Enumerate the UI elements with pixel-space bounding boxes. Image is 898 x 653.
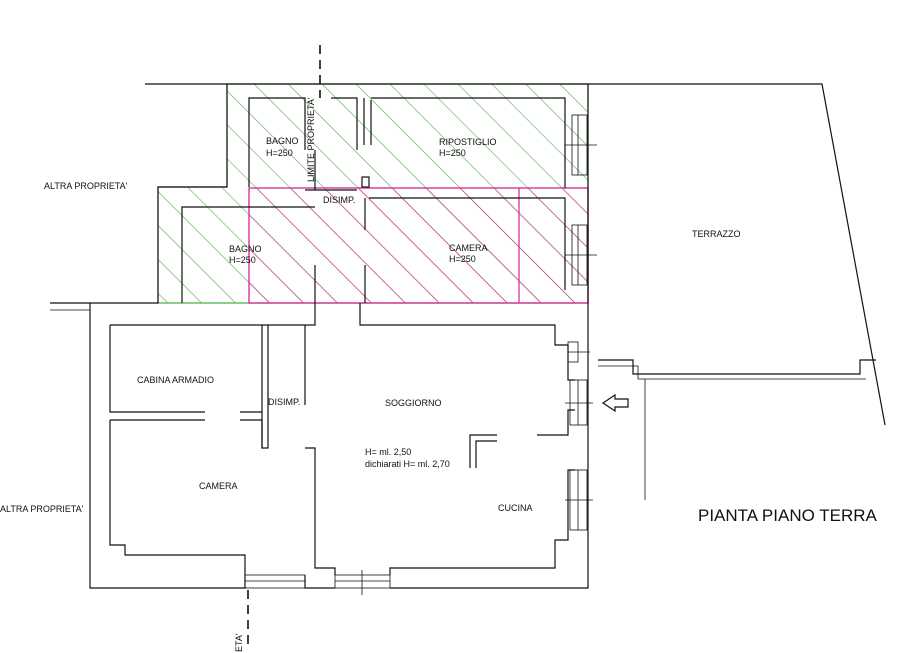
room-cucina-name: CUCINA	[498, 503, 533, 513]
magenta-hatch-zone	[248, 187, 589, 304]
room-bagno-upper-name: BAGNO	[266, 136, 299, 146]
room-bagno-lower-name: BAGNO	[229, 244, 262, 254]
room-disimp-upper-name: DISIMP.	[323, 195, 355, 205]
room-cabina-armadio-name: CABINA ARMADIO	[137, 375, 214, 385]
arrow-left-icon	[601, 393, 629, 413]
room-soggiorno-height: H= ml. 2,50	[365, 447, 411, 457]
room-bagno-lower-height: H=250	[229, 255, 256, 265]
room-bagno-upper-height: H=250	[266, 148, 293, 158]
property-limit-label-bottom: ETA'	[234, 633, 244, 652]
terrazzo-outline	[588, 83, 886, 500]
room-ripostiglio-name: RIPOSTIGLIO	[439, 137, 497, 147]
neighbor-label-lower: ALTRA PROPRIETA'	[0, 504, 84, 514]
room-ripostiglio-height: H=250	[439, 148, 466, 158]
property-limit-label: LIMITE PROPRIETA'	[306, 97, 316, 182]
room-camera-upper-name: CAMERA	[449, 243, 488, 253]
upper-block-walls	[50, 83, 597, 311]
room-terrazzo-name: TERRAZZO	[692, 229, 741, 239]
room-camera-lower-name: CAMERA	[199, 481, 238, 491]
room-soggiorno-declared-height: dichiarati H= ml. 2,70	[365, 459, 450, 469]
room-soggiorno-name: SOGGIORNO	[385, 398, 442, 408]
room-disimp-lower-name: DISIMP.	[268, 397, 300, 407]
property-limit-line	[247, 45, 321, 650]
lower-block-walls	[89, 303, 593, 595]
room-camera-upper-height: H=250	[449, 254, 476, 264]
plan-title: PIANTA PIANO TERRA	[698, 506, 878, 525]
neighbor-label-upper: ALTRA PROPRIETA'	[44, 181, 128, 191]
